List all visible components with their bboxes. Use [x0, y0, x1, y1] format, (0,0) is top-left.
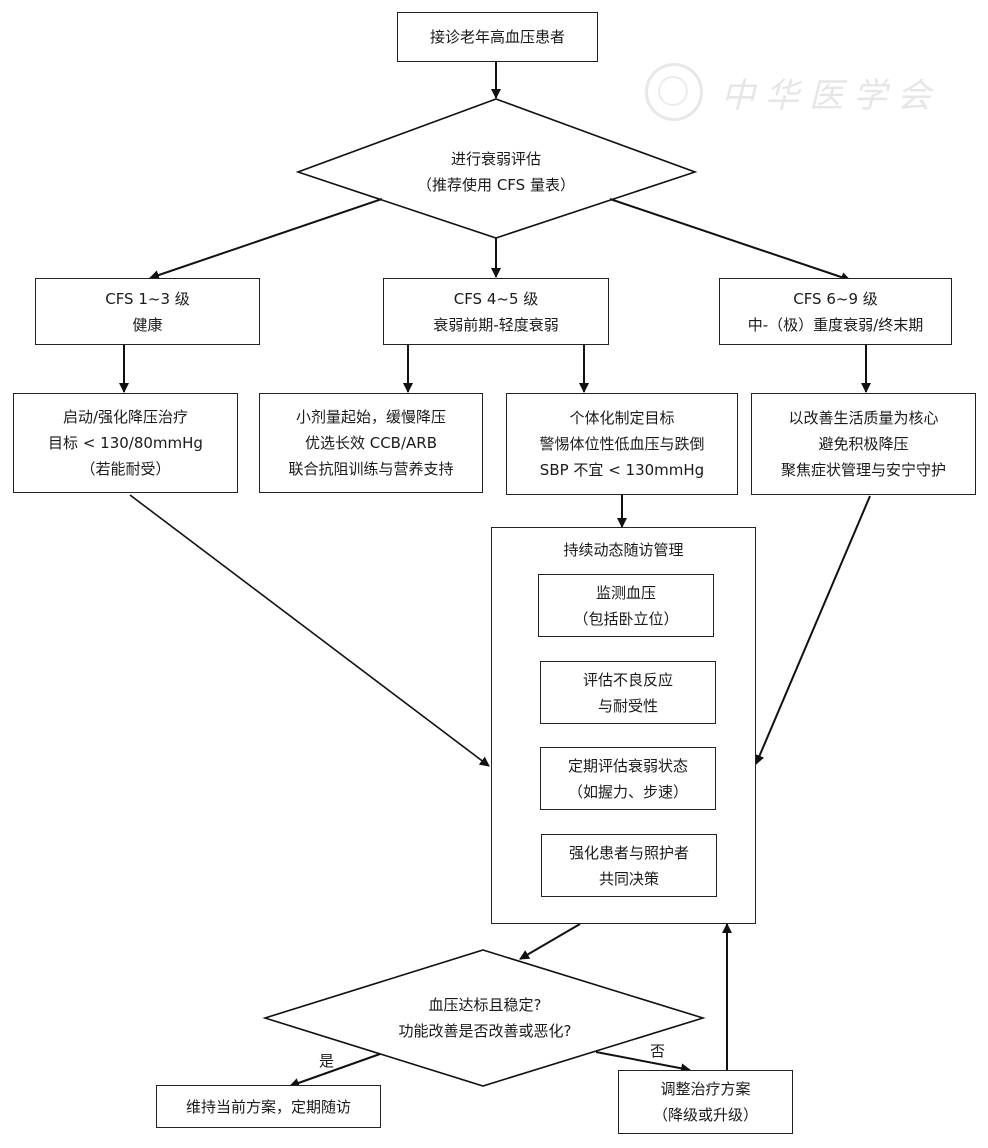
followup-1-line-2: （包括卧立位）	[573, 609, 679, 628]
action-4-line-2: 避免积极降压	[818, 435, 909, 453]
no-label: 否	[650, 1042, 666, 1060]
action-3-line-3: SBP 不宜 < 130mmHg	[539, 461, 705, 479]
action-2-line-3: 联合抗阻训练与营养支持	[288, 460, 454, 478]
no-result-node: 调整治疗方案 （降级或升级）	[618, 1070, 793, 1134]
action-3-line-2: 警惕体位性低血压与跌倒	[539, 435, 705, 453]
decision-line-1: 血压达标且稳定?	[428, 996, 542, 1014]
yes-result-node: 维持当前方案，定期随访	[156, 1085, 381, 1128]
arrow-decision-to-no	[595, 1051, 691, 1074]
action-2-line-2: 优选长效 CCB/ARB	[304, 434, 438, 452]
followup-3-line-1: 定期评估衰弱状态	[567, 756, 688, 775]
action-1-line-1: 启动/强化降压治疗	[62, 408, 189, 426]
decision-text: 血压达标且稳定? 功能改善是否改善或恶化?	[370, 986, 600, 1050]
arrow-action-4-to-followup	[754, 495, 871, 765]
followup-2-line-2: 与耐受性	[597, 696, 658, 715]
followup-item-frailty-status: 定期评估衰弱状态 （如握力、步速）	[540, 747, 716, 810]
level-node-severe: CFS 6~9 级 中-（极）重度衰弱/终末期	[719, 278, 952, 345]
assess-line-2: （推荐使用 CFS 量表）	[417, 176, 575, 194]
level-3-line-1: CFS 6~9 级	[793, 289, 878, 308]
action-node-2: 小剂量起始，缓慢降压 优选长效 CCB/ARB 联合抗阻训练与营养支持	[259, 393, 483, 493]
level-3-line-2: 中-（极）重度衰弱/终末期	[747, 315, 924, 334]
no-result-line-2: （降级或升级）	[652, 1106, 758, 1124]
yes-label: 是	[319, 1052, 335, 1070]
action-node-4: 以改善生活质量为核心 避免积极降压 聚焦症状管理与安宁守护	[751, 393, 976, 495]
action-node-1: 启动/强化降压治疗 目标 < 130/80mmHg （若能耐受）	[13, 393, 238, 493]
action-1-line-3: （若能耐受）	[80, 460, 171, 478]
decision-diamond	[262, 949, 706, 1087]
level-node-healthy: CFS 1~3 级 健康	[35, 278, 260, 345]
arrow-decision-to-yes	[289, 1053, 381, 1088]
followup-title: 持续动态随访管理	[563, 541, 684, 559]
no-result-line-1: 调整治疗方案	[660, 1080, 751, 1098]
followup-3-line-2: （如握力、步速）	[567, 782, 688, 801]
action-4-line-3: 聚焦症状管理与安宁守护	[780, 461, 946, 479]
action-4-line-1: 以改善生活质量为核心	[788, 409, 939, 427]
level-2-line-2: 衰弱前期-轻度衰弱	[433, 315, 559, 334]
watermark-logo: 中华医学会	[645, 62, 945, 122]
followup-1-line-1: 监测血压	[595, 583, 656, 602]
arrow-assess-to-level-1	[149, 198, 383, 280]
level-2-line-1: CFS 4~5 级	[453, 289, 539, 308]
arrow-action-1-to-followup	[129, 494, 490, 767]
decision-line-2: 功能改善是否改善或恶化?	[398, 1022, 572, 1040]
followup-item-shared-decision: 强化患者与照护者 共同决策	[541, 834, 717, 897]
arrow-followup-to-decision	[519, 923, 581, 960]
followup-4-line-1: 强化患者与照护者	[568, 843, 689, 862]
followup-item-monitor-bp: 监测血压 （包括卧立位）	[538, 574, 714, 637]
assess-line-1: 进行衰弱评估	[450, 150, 541, 168]
followup-2-line-1: 评估不良反应	[582, 670, 673, 689]
action-1-line-2: 目标 < 130/80mmHg	[48, 434, 203, 452]
followup-4-line-2: 共同决策	[598, 869, 659, 888]
level-1-line-2: 健康	[132, 315, 163, 334]
arrow-assess-to-level-3	[609, 198, 851, 282]
action-3-line-1: 个体化制定目标	[569, 409, 675, 427]
yes-result-label: 维持当前方案，定期随访	[185, 1097, 351, 1116]
followup-item-adverse-effects: 评估不良反应 与耐受性	[540, 661, 716, 724]
watermark-text: 中华医学会	[721, 75, 941, 116]
start-label: 接诊老年高血压患者	[429, 28, 565, 46]
seal-icon	[645, 63, 703, 121]
action-2-line-1: 小剂量起始，缓慢降压	[295, 408, 446, 426]
action-node-3: 个体化制定目标 警惕体位性低血压与跌倒 SBP 不宜 < 130mmHg	[506, 393, 738, 495]
level-node-prefrail: CFS 4~5 级 衰弱前期-轻度衰弱	[383, 278, 609, 345]
start-node: 接诊老年高血压患者	[397, 12, 598, 62]
level-1-line-1: CFS 1~3 级	[105, 289, 190, 308]
assess-text: 进行衰弱评估 （推荐使用 CFS 量表）	[380, 140, 612, 204]
